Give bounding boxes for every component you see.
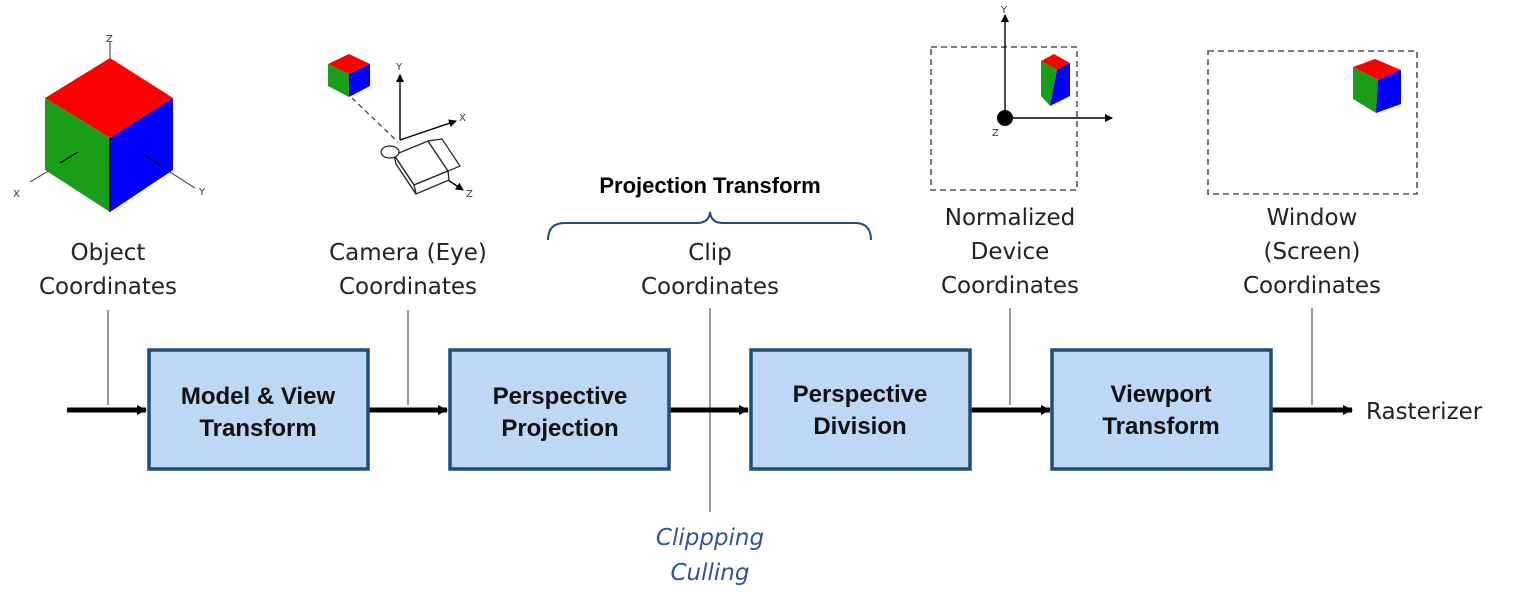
object-x-label: X	[13, 189, 20, 200]
projection-transform-title: Projection Transform	[599, 173, 820, 198]
stage-label-window: Window (Screen) Coordinates	[1243, 205, 1381, 299]
projection-brace	[547, 211, 872, 241]
svg-text:Coordinates: Coordinates	[339, 274, 477, 300]
svg-text:Perspective: Perspective	[793, 381, 928, 408]
svg-text:Window: Window	[1267, 205, 1358, 231]
window-illustration	[1207, 50, 1418, 195]
svg-text:Model & View: Model & View	[181, 383, 336, 410]
stage-label-object: Object Coordinates	[39, 240, 177, 300]
box-perspective-projection: Perspective Projection	[448, 348, 671, 471]
camera-sight-line	[351, 97, 399, 143]
ndc-dashed-frame	[930, 46, 1078, 191]
ndc-illustration: Y Z	[930, 5, 1113, 191]
svg-text:(Screen): (Screen)	[1263, 239, 1360, 265]
ndc-cube-left	[1041, 61, 1057, 106]
object-cube-right-face	[110, 98, 173, 212]
svg-text:Clippping: Clippping	[656, 525, 764, 551]
object-cube-top-face	[45, 58, 173, 138]
box-viewport-transform: Viewport Transform	[1050, 348, 1273, 471]
ndc-y-label: Y	[1000, 5, 1008, 16]
box-model-view-transform: Model & View Transform	[147, 348, 370, 471]
object-cube-illustration: Z X Y	[13, 34, 206, 212]
svg-text:Device: Device	[971, 239, 1050, 265]
svg-text:Object: Object	[71, 240, 146, 266]
stage-label-clip: Clip Coordinates	[641, 240, 779, 300]
window-dashed-frame	[1207, 50, 1418, 195]
svg-text:Coordinates: Coordinates	[1243, 273, 1381, 299]
camera-cube-right	[349, 64, 370, 97]
svg-text:Projection: Projection	[501, 415, 618, 442]
camera-x-axis	[399, 119, 457, 141]
ndc-cube-top	[1041, 54, 1070, 70]
camera-y-label: Y	[395, 62, 403, 73]
camera-z-label: Z	[466, 189, 473, 200]
window-cube-top	[1353, 59, 1401, 80]
svg-text:Camera (Eye): Camera (Eye)	[329, 240, 487, 266]
svg-text:Normalized: Normalized	[945, 205, 1075, 231]
object-cube-left-face	[45, 98, 110, 212]
svg-text:Division: Division	[813, 413, 906, 440]
svg-text:Coordinates: Coordinates	[941, 273, 1079, 299]
object-z-label: Z	[106, 34, 113, 45]
camera-illustration: Y X Z	[328, 54, 473, 200]
svg-text:Culling: Culling	[671, 560, 750, 586]
window-cube-left	[1353, 67, 1378, 113]
svg-text:Coordinates: Coordinates	[641, 274, 779, 300]
svg-text:Coordinates: Coordinates	[39, 274, 177, 300]
ndc-cube-right	[1050, 63, 1070, 106]
box-perspective-division: Perspective Division	[749, 348, 972, 471]
window-cube-right	[1376, 70, 1401, 113]
ndc-z-label: Z	[992, 128, 999, 139]
stage-label-ndc: Normalized Device Coordinates	[941, 205, 1079, 299]
stage-label-camera: Camera (Eye) Coordinates	[329, 240, 487, 300]
camera-cube-left	[328, 64, 349, 97]
ndc-origin-dot	[997, 110, 1013, 126]
svg-text:Transform: Transform	[1102, 413, 1219, 440]
object-y-label: Y	[198, 187, 206, 198]
camera-body-icon	[380, 138, 461, 195]
rasterizer-label: Rasterizer	[1366, 399, 1483, 425]
camera-x-label: X	[459, 113, 466, 124]
svg-text:Perspective: Perspective	[493, 383, 628, 410]
svg-text:Transform: Transform	[199, 415, 316, 442]
svg-text:Clip: Clip	[688, 240, 731, 266]
clipping-culling-note: Clippping Culling	[656, 525, 764, 586]
svg-text:Viewport: Viewport	[1111, 381, 1212, 408]
